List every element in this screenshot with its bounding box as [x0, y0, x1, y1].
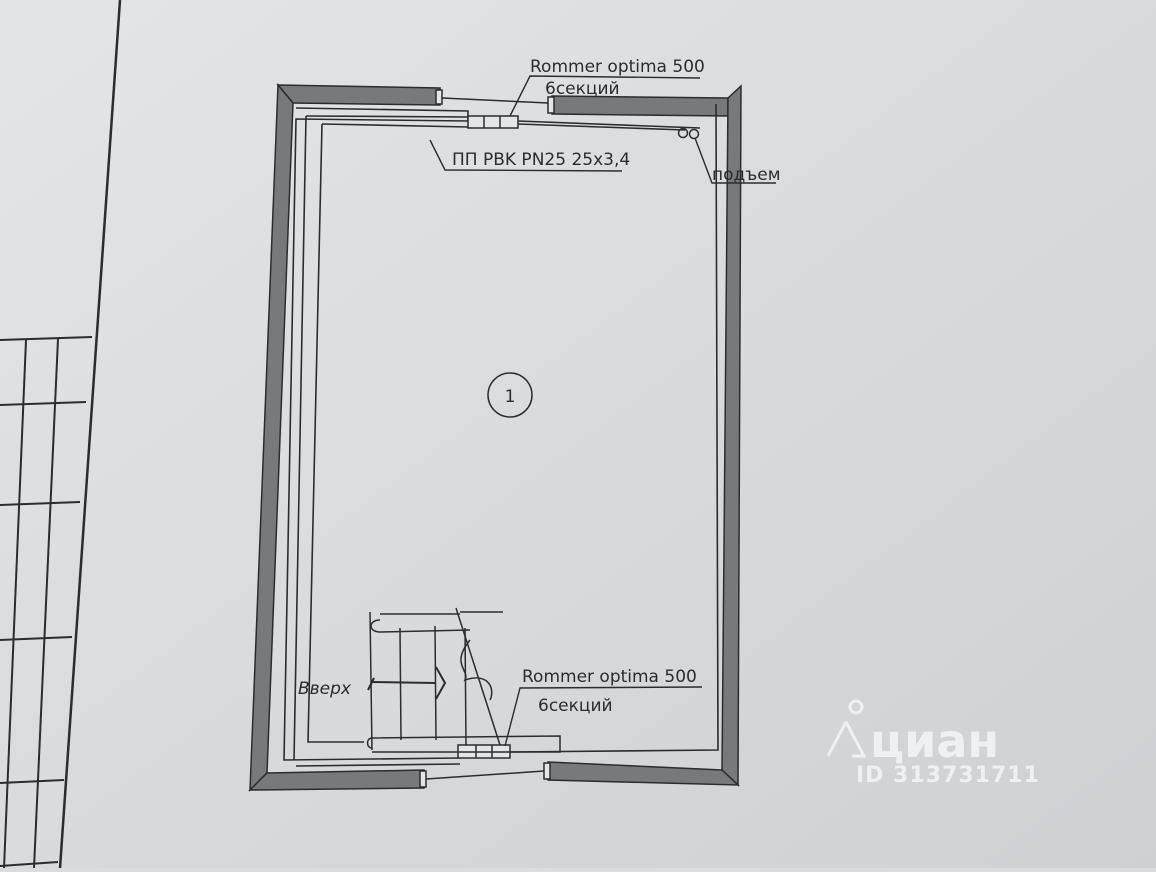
pipe-supply: [305, 115, 469, 118]
pipe-bottom: [509, 103, 719, 753]
leader-lines: [429, 75, 776, 747]
pipe-outer: [283, 107, 469, 761]
window-openings: [419, 89, 555, 788]
heating-pipes: [283, 103, 719, 767]
radiator-bottom-sections: 6секций: [538, 696, 613, 716]
location-pin-icon: [826, 699, 867, 758]
riser-symbol: [677, 127, 700, 140]
radiator-bottom-model: Rommer optima 500: [522, 667, 697, 687]
stair-arrow: [435, 666, 447, 700]
pipe-main: [517, 123, 686, 131]
riser-label: подъем: [712, 165, 781, 185]
wall-bottom-left: [248, 769, 425, 791]
watermark: циан ID 313731711: [826, 699, 1040, 788]
sheet-frame: [0, 0, 122, 869]
room-number: 1: [505, 387, 516, 407]
radiator-top-symbol: [467, 115, 519, 129]
watermark-brand: циан: [870, 714, 999, 768]
radiator-top-sections: 6секций: [545, 79, 620, 99]
radiator-top-model: Rommer optima 500: [530, 57, 705, 77]
room-number-circle: [487, 372, 533, 418]
staircase: [366, 607, 561, 753]
wall-top-left: [276, 84, 441, 106]
watermark-id: ID 313731711: [856, 763, 1040, 788]
stair-break-line: [460, 639, 493, 701]
pipe-label: ПП PBK PN25 25х3,4: [452, 150, 630, 170]
wall-top-right: [551, 95, 729, 117]
stairs-direction-label: Вверх: [298, 679, 352, 699]
room-walls: [248, 83, 742, 792]
title-block-grid: [0, 336, 93, 869]
